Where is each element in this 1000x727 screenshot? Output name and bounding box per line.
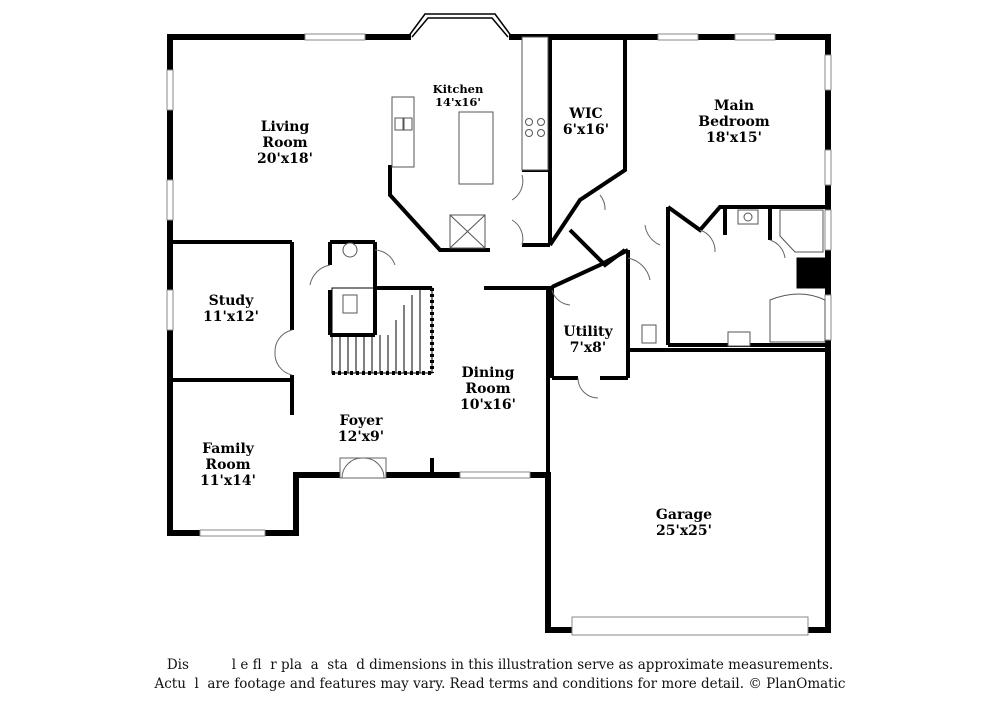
room-name: Room: [205, 457, 251, 473]
room-dims: 7'x8': [569, 340, 607, 356]
room-dims: 18'x15': [706, 130, 762, 146]
room-name: Family: [202, 441, 254, 457]
room-name: Utility: [563, 324, 613, 340]
room-dims: 14'x16': [435, 95, 481, 109]
kitchen-fixtures: [391, 36, 549, 249]
room-name: Garage: [655, 507, 713, 523]
room-dims: 11'x14': [200, 473, 256, 489]
room-dims: 11'x12': [203, 309, 259, 325]
room-label-garage: Garage 25'x25': [656, 507, 712, 539]
room-label-utility: Utility 7'x8': [563, 324, 612, 356]
room-name: Kitchen: [432, 82, 484, 96]
bay-window: [407, 13, 513, 38]
room-name: Main: [713, 98, 755, 114]
room-name: Study: [208, 293, 254, 309]
stairs: [331, 287, 434, 375]
room-label-study: Study 11'x12': [203, 293, 259, 325]
room-name: Room: [262, 135, 308, 151]
windows: [166, 33, 832, 636]
room-name: Bedroom: [698, 114, 770, 130]
room-dims: 12'x9': [337, 429, 385, 445]
disclaimer-line-1: Dis l e fl r pla a sta d dimensions in t…: [166, 657, 834, 673]
room-dims: 10'x16': [460, 397, 516, 413]
room-name: Dining: [461, 365, 515, 381]
doors: [274, 174, 786, 479]
room-name: Room: [465, 381, 511, 397]
room-dims: 25'x25': [656, 523, 712, 539]
room-name: WIC: [569, 106, 603, 122]
room-label-living: Living Room 20'x18': [257, 119, 313, 167]
room-name: Foyer: [339, 413, 383, 429]
room-label-foyer: Foyer 12'x9': [338, 413, 384, 445]
room-label-family: Family Room 11'x14': [200, 441, 256, 489]
room-label-main-bedroom: Main Bedroom 18'x15': [698, 98, 769, 146]
room-label-kitchen: Kitchen 14'x16': [433, 83, 484, 109]
interior-walls: [170, 37, 828, 475]
room-label-wic: WIC 6'x16': [563, 106, 609, 138]
room-dims: 20'x18': [257, 151, 313, 167]
room-dims: 6'x16': [562, 122, 610, 138]
disclaimer-line-2: Actu l are footage and features may vary…: [154, 676, 846, 692]
room-name: Living: [260, 119, 310, 135]
room-label-dining: Dining Room 10'x16': [460, 365, 516, 413]
bath-fixtures: [342, 209, 826, 347]
